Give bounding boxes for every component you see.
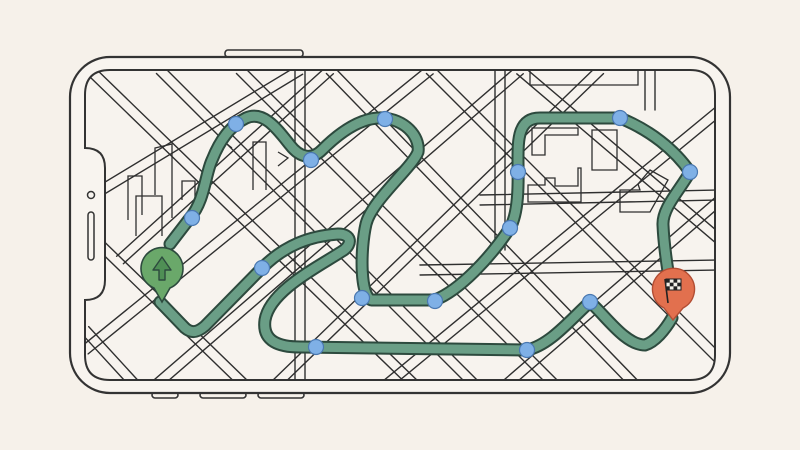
arrow-up-icon — [152, 256, 172, 281]
street-edge — [146, 70, 518, 380]
street-edge — [162, 70, 485, 380]
route — [153, 109, 697, 357]
waypoint-marker[interactable] — [227, 115, 245, 133]
waypoint-marker[interactable] — [302, 151, 320, 169]
street-edge — [87, 325, 145, 380]
waypoint-marker[interactable] — [307, 338, 325, 356]
street-edge — [122, 73, 335, 265]
street-edge — [85, 70, 299, 197]
street-edge — [115, 70, 328, 257]
map-view[interactable] — [81, 66, 723, 394]
checkered-flag-icon — [664, 278, 682, 304]
waypoint-marker[interactable] — [183, 209, 201, 227]
camera-icon — [86, 190, 96, 200]
waypoints — [183, 109, 699, 359]
street-edge — [235, 72, 558, 380]
waypoint-marker[interactable] — [353, 289, 371, 307]
street-edge — [272, 72, 605, 380]
waypoint-marker[interactable] — [376, 110, 394, 128]
waypoint-marker[interactable] — [501, 219, 519, 237]
street-edge — [85, 72, 418, 380]
waypoint-marker[interactable] — [681, 163, 699, 181]
waypoint-marker[interactable] — [581, 293, 599, 311]
street-edge — [86, 73, 304, 205]
street-edge — [92, 70, 425, 380]
waypoint-marker[interactable] — [426, 292, 444, 310]
speaker-slot — [87, 211, 95, 261]
city-blocks-right — [527, 70, 669, 213]
start-pin[interactable] — [140, 246, 184, 304]
finish-pin[interactable] — [651, 267, 696, 322]
street-edge — [85, 332, 138, 380]
city-buildings-left — [127, 139, 290, 236]
street-edge — [376, 105, 715, 380]
street-grid — [85, 70, 715, 380]
waypoint-marker[interactable] — [253, 259, 271, 277]
street-edge — [502, 203, 715, 380]
waypoint-marker[interactable] — [611, 109, 629, 127]
street-edge — [242, 70, 565, 380]
street-edge — [325, 72, 638, 380]
waypoint-marker[interactable] — [509, 163, 527, 181]
waypoint-marker[interactable] — [518, 341, 536, 359]
street-edge — [522, 70, 715, 237]
